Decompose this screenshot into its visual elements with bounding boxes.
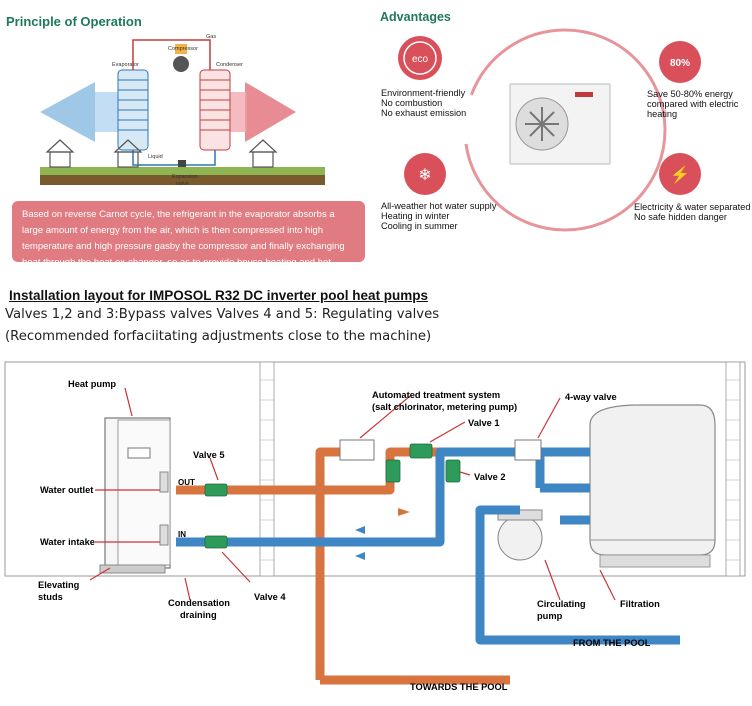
water-outlet-label: Water outlet [40, 485, 93, 495]
installation-title: Installation layout for IMPOSOL R32 DC i… [9, 288, 429, 303]
heat-pump-box [99, 417, 171, 574]
valve4-label: Valve 4 [254, 592, 286, 602]
pump-label: pump [537, 611, 563, 621]
valve2-label: Valve 2 [474, 472, 506, 482]
house-icons [45, 139, 278, 168]
heat-pump-label: Heat pump [68, 379, 116, 389]
towards-pool-label: TOWARDS THE POOL [410, 682, 508, 692]
filter-tank [589, 404, 716, 568]
four-way-label: 4-way valve [565, 392, 617, 402]
principle-description: Based on reverse Carnot cycle, the refri… [12, 201, 365, 284]
valves-description: Valves 1,2 and 3:Bypass valves Valves 4 … [5, 307, 440, 322]
evaporator-label: Evaporator [112, 62, 139, 68]
in-label: IN [178, 530, 186, 539]
savings-icon: 80% [659, 41, 701, 83]
valve1-label: Valve 1 [468, 418, 500, 428]
filtration-label: Filtration [620, 599, 660, 609]
valve4-shape [204, 535, 228, 549]
valve3-shape [385, 459, 401, 483]
gas-label: Gas [206, 34, 216, 40]
draining-label: draining [180, 610, 217, 620]
compressor-shape [173, 56, 189, 72]
valve5-shape [204, 483, 228, 497]
svg-text:eco: eco [412, 54, 429, 65]
svg-text:⚡: ⚡ [670, 165, 690, 184]
from-pool-label: FROM THE POOL [573, 638, 651, 648]
elevating-label: Elevating [38, 580, 80, 590]
expansion-label: Expansion [172, 174, 198, 180]
operation-diagram: Compressor Gas Evaporator Condenser Liqu… [40, 34, 325, 187]
condenser-label: Condenser [216, 62, 243, 68]
principle-title: Principle of Operation [6, 14, 142, 29]
circulating-pump-shape [497, 509, 543, 561]
treatment-label-2: (salt chlorinator, metering pump) [372, 402, 517, 412]
weather-icon: ❄ [404, 153, 446, 195]
svg-text:❄: ❄ [418, 167, 431, 184]
liquid-label: Liquid [148, 154, 163, 160]
separation-icon: ⚡ [659, 153, 701, 195]
advantage-weather: All-weather hot water supply Heating in … [381, 201, 497, 231]
valve2-shape [445, 459, 461, 483]
condensation-label: Condensation [168, 598, 230, 608]
valve5-label: Valve 5 [193, 450, 225, 460]
hot-air-arrow [245, 82, 296, 142]
water-intake-label: Water intake [40, 537, 95, 547]
advantages-title: Advantages [380, 10, 451, 24]
out-label: OUT [178, 478, 195, 487]
valve-label: valve [176, 181, 189, 187]
svg-text:80%: 80% [670, 58, 690, 69]
advantage-savings: Save 50-80% energy compared with electri… [647, 89, 739, 119]
recommendation-note: (Recommended forfaciitating adjustments … [5, 329, 432, 344]
valve1-shape [409, 443, 433, 459]
treatment-box [339, 439, 375, 461]
advantage-separation: Electricity & water separated No safe hi… [634, 202, 751, 222]
installation-diagram: Heat pump Valve 5 OUT IN Water outlet Wa… [4, 361, 746, 692]
cold-air-arrow [40, 82, 95, 142]
eco-icon: eco [398, 36, 442, 80]
studs-label: studs [38, 592, 63, 602]
advantages-graphic: eco 80% ❄ ⚡ [398, 28, 701, 232]
four-way-valve-shape [514, 439, 542, 461]
advantage-eco: Environment-friendly No combustion No ex… [381, 88, 467, 118]
circulating-label: Circulating [537, 599, 586, 609]
compressor-label: Compressor [168, 46, 198, 52]
treatment-label-1: Automated treatment system [372, 390, 500, 400]
